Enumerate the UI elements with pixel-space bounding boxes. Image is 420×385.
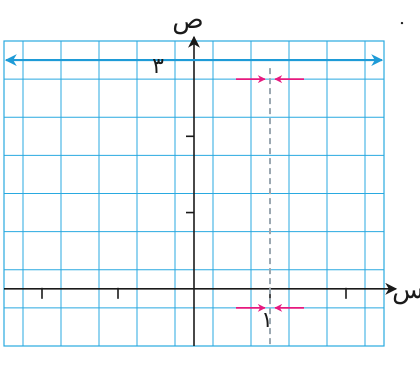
- y-axis-label: ص: [172, 5, 203, 35]
- horizontal-line-value-label: ٣: [152, 54, 164, 79]
- corner-mark: .: [399, 8, 405, 29]
- axes: [4, 35, 398, 346]
- x-axis-label: س: [392, 275, 420, 305]
- vertical-line-value-label: ١: [261, 308, 273, 333]
- approach-markers: [236, 75, 304, 312]
- plotted-lines: [4, 54, 384, 346]
